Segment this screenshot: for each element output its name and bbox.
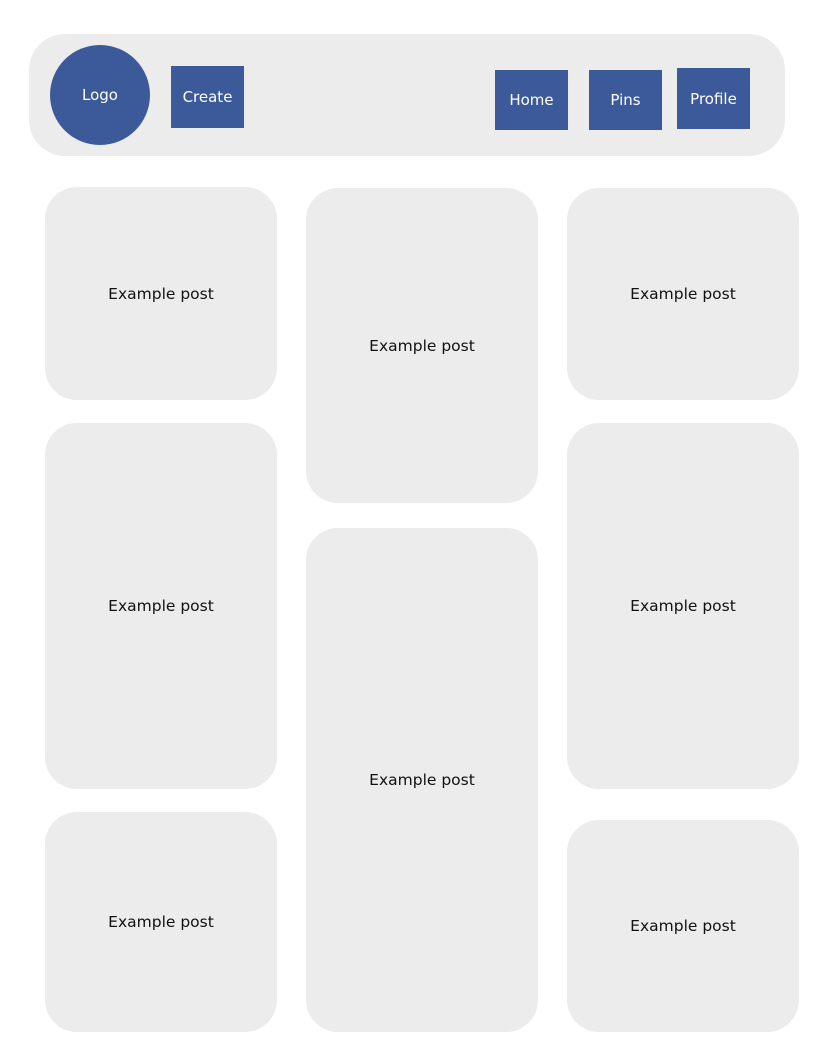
create-button[interactable]: Create	[171, 66, 244, 128]
post-label: Example post	[369, 336, 475, 355]
post-label: Example post	[108, 284, 214, 303]
nav-pins-button[interactable]: Pins	[589, 70, 662, 130]
post-card[interactable]: Example post	[306, 528, 538, 1032]
logo-label: Logo	[82, 86, 118, 104]
post-card[interactable]: Example post	[306, 188, 538, 503]
post-label: Example post	[630, 597, 736, 615]
post-label: Example post	[108, 597, 214, 615]
post-label: Example post	[630, 285, 736, 303]
nav-home-label: Home	[509, 91, 554, 109]
nav-home-button[interactable]: Home	[495, 70, 568, 130]
post-card[interactable]: Example post	[567, 820, 799, 1032]
post-card[interactable]: Example post	[45, 423, 277, 789]
post-label: Example post	[630, 917, 736, 935]
post-label: Example post	[108, 913, 214, 931]
create-button-label: Create	[182, 88, 233, 106]
post-label: Example post	[369, 771, 475, 789]
logo[interactable]: Logo	[50, 45, 150, 145]
nav-profile-button[interactable]: Profile	[677, 68, 750, 129]
post-card[interactable]: Example post	[45, 812, 277, 1032]
post-card[interactable]: Example post	[45, 187, 277, 400]
post-card[interactable]: Example post	[567, 423, 799, 789]
post-card[interactable]: Example post	[567, 188, 799, 400]
nav-pins-label: Pins	[610, 91, 641, 109]
nav-profile-label: Profile	[690, 89, 737, 108]
